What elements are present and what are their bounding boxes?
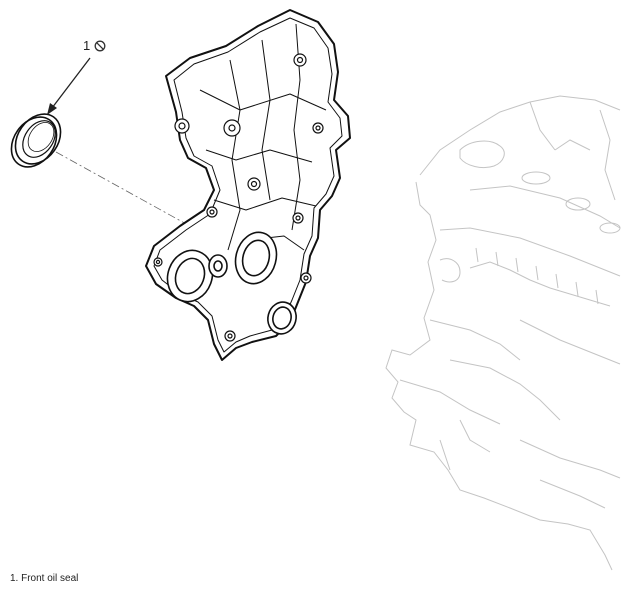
callout-number: 1 [83, 38, 91, 53]
legend: 1. Front oil seal [10, 573, 78, 584]
timing-chain-cover [145, 9, 351, 361]
front-oil-seal [10, 113, 62, 168]
engine-block-outline [385, 95, 621, 571]
alignment-line [55, 151, 189, 226]
no-reuse-icon [94, 40, 106, 52]
legend-item: 1. Front oil seal [10, 573, 79, 584]
callout-leader-arrow [47, 57, 91, 115]
